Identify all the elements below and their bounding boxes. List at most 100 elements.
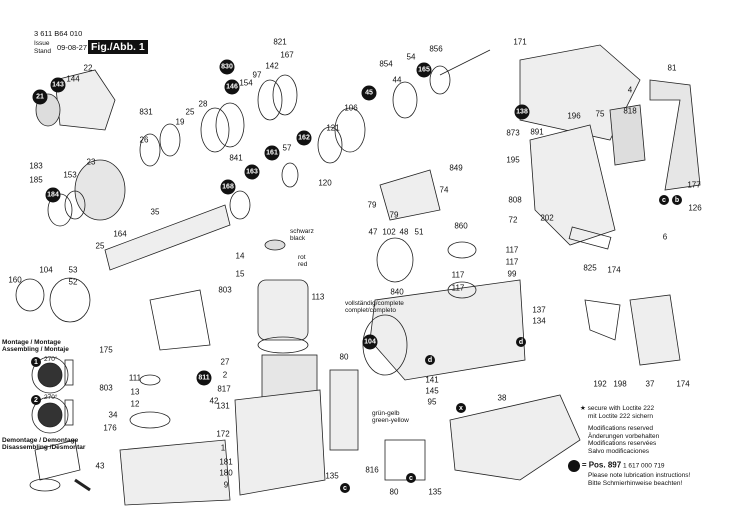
base-and-case xyxy=(119,289,581,506)
part-number-label: 840 xyxy=(390,287,404,297)
part-number-label: 42 xyxy=(209,396,219,406)
lubrication-marker: 21 xyxy=(32,89,48,105)
complete-label: vollständig/complete complet/completo xyxy=(345,300,404,314)
part-number-label: 825 xyxy=(583,263,597,273)
step-1-angle: 270° xyxy=(44,356,58,363)
part-number-label: 120 xyxy=(318,178,332,188)
connection-letter: c xyxy=(406,473,416,483)
doc-number: 3 611 B64 010 xyxy=(34,29,83,38)
part-number-label: 23 xyxy=(86,157,96,167)
part-number-label: 26 xyxy=(139,135,149,145)
motor-assembly xyxy=(234,239,326,496)
part-number-label: 99 xyxy=(507,269,517,279)
part-number-label: 34 xyxy=(108,410,118,420)
figure-label: Fig./Abb. 1 xyxy=(88,40,148,54)
part-number-label: 38 xyxy=(497,393,507,403)
loctite-note-de: mit Loctite 222 sichern xyxy=(588,412,654,420)
part-number-label: 831 xyxy=(139,107,153,117)
part-number-label: 53 xyxy=(68,265,78,275)
assembly-illustrations xyxy=(29,356,91,492)
connection-letter: x xyxy=(456,403,466,413)
part-number-label: 106 xyxy=(344,103,358,113)
part-number-label: 19 xyxy=(175,117,185,127)
part-number-label: 849 xyxy=(449,163,463,173)
part-number-label: 137 xyxy=(532,305,546,315)
part-number-label: 75 xyxy=(595,109,605,119)
part-number-label: 81 xyxy=(667,63,677,73)
connection-letter: c xyxy=(659,195,669,205)
lubrication-marker: 811 xyxy=(196,370,212,386)
part-number-label: 153 xyxy=(63,170,77,180)
assembly-title: Montage / Montage Assembling / Montaje xyxy=(2,339,69,353)
step-1-marker: 1 xyxy=(31,357,41,367)
part-number-label: 141 xyxy=(425,375,439,385)
part-number-label: 808 xyxy=(508,195,522,205)
gear-housing xyxy=(362,169,526,381)
modifications-es: Salvo modificaciones xyxy=(588,447,650,455)
connection-letter: c xyxy=(340,483,350,493)
part-number-label: 1 xyxy=(220,443,226,453)
part-number-label: 12 xyxy=(130,399,140,409)
step-2-marker: 2 xyxy=(31,395,41,405)
part-number-label: 142 xyxy=(265,61,279,71)
part-number-label: 135 xyxy=(325,471,339,481)
part-number-label: 171 xyxy=(513,37,527,47)
part-number-label: 51 xyxy=(414,227,424,237)
part-number-label: 28 xyxy=(198,99,208,109)
part-number-label: 15 xyxy=(235,269,245,279)
lubrication-dot-icon xyxy=(568,460,580,472)
wire-black-label: schwarz black xyxy=(290,228,314,242)
connection-letter: d xyxy=(516,337,526,347)
lubrication-marker: 163 xyxy=(244,164,260,180)
part-number-label: 803 xyxy=(218,285,232,295)
lubrication-marker: 146 xyxy=(224,79,240,95)
part-number-label: 95 xyxy=(427,397,437,407)
lubrication-marker: 104 xyxy=(362,334,378,350)
part-number-label: 117 xyxy=(451,283,465,293)
part-number-label: 841 xyxy=(229,153,243,163)
lubrication-marker: 184 xyxy=(45,187,61,203)
part-number-label: 79 xyxy=(389,210,399,220)
part-number-label: 2 xyxy=(222,370,228,380)
part-number-label: 183 xyxy=(29,161,43,171)
part-number-label: 803 xyxy=(99,383,113,393)
part-number-label: 177 xyxy=(687,180,701,190)
part-number-label: 111 xyxy=(128,373,142,383)
part-number-label: 9 xyxy=(223,480,229,490)
part-number-label: 174 xyxy=(676,379,690,389)
part-number-label: 154 xyxy=(239,78,253,88)
part-number-label: 44 xyxy=(392,75,402,85)
connection-letter: d xyxy=(425,355,435,365)
part-number-label: 192 xyxy=(593,379,607,389)
part-number-label: 25 xyxy=(95,241,105,251)
lubrication-marker: 45 xyxy=(361,85,377,101)
modifications-fr: Modifications reservées xyxy=(588,440,657,447)
part-number-label: 47 xyxy=(368,227,378,237)
part-number-label: 160 xyxy=(8,275,22,285)
lubrication-marker: 168 xyxy=(220,179,236,195)
part-number-label: 175 xyxy=(99,345,113,355)
part-number-label: 891 xyxy=(530,127,544,137)
part-number-label: 97 xyxy=(252,70,262,80)
lubrication-marker: 143 xyxy=(50,77,66,93)
lubrication-marker: 830 xyxy=(219,59,235,75)
tool-holder-rings xyxy=(104,49,491,271)
part-number-label: 25 xyxy=(185,107,195,117)
lubrication-marker: 162 xyxy=(296,130,312,146)
step-2-angle: 270° xyxy=(44,394,58,401)
issue-date: 09-08-27 xyxy=(57,43,88,52)
part-number-label: 117 xyxy=(451,270,465,280)
part-number-label: 144 xyxy=(66,74,80,84)
part-number-label: 35 xyxy=(150,207,160,217)
part-number-label: 22 xyxy=(83,63,93,73)
part-number-label: 104 xyxy=(39,265,53,275)
part-number-label: 13 xyxy=(130,387,140,397)
part-number-label: 126 xyxy=(688,203,702,213)
part-number-label: 48 xyxy=(399,227,409,237)
disassembly-title: Demontage / Demontage Disassembling /Des… xyxy=(2,437,86,451)
part-number-label: 174 xyxy=(607,265,621,275)
part-number-label: 117 xyxy=(505,257,519,267)
part-number-label: 856 xyxy=(429,44,443,54)
